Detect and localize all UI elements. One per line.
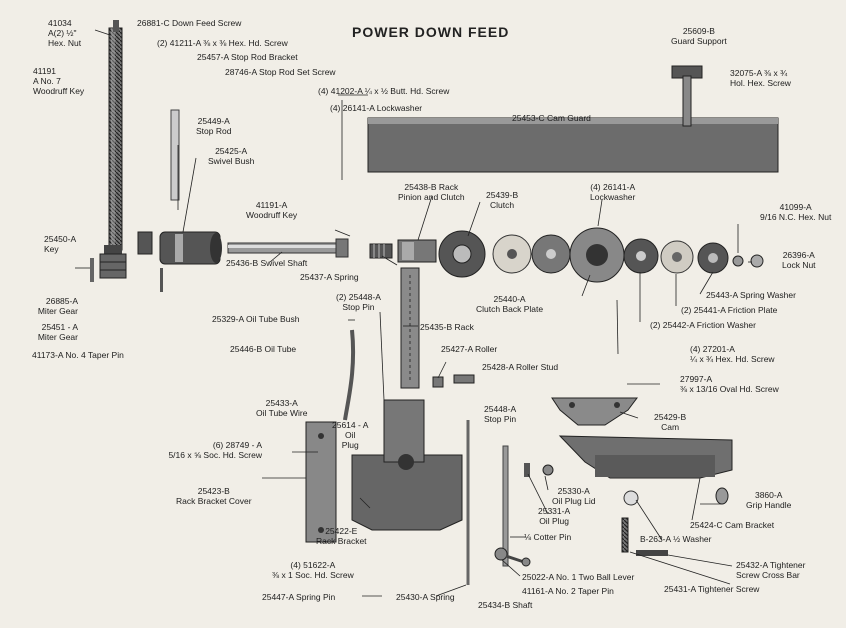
label-25443-spring-washer: 25443-A Spring Washer [706, 290, 796, 300]
label-cotter-pin: ⅛ Cotter Pin [524, 532, 572, 542]
label-25424-cam-bracket: 25424-C Cam Bracket [690, 520, 775, 530]
label-26141-lockwasher-2: (4) 26141-A Lockwasher [590, 182, 636, 202]
leader-lines [75, 29, 752, 597]
label-25453-cam-guard: 25453-C Cam Guard [512, 113, 591, 123]
tightener-screw-icon [621, 517, 629, 553]
hex-nut-icon [732, 255, 744, 267]
label-25449-stop-rod: 25449-A Stop Rod [196, 116, 232, 136]
key-icon [90, 258, 94, 282]
down-feed-screw-icon [108, 20, 123, 251]
label-25457-stop-rod-bracket: 25457-A Stop Rod Bracket [197, 52, 298, 62]
label-25423-rack-bracket-cover: 25423-B Rack Bracket Cover [176, 486, 252, 506]
roller-stud-icon [453, 374, 475, 384]
label-25437-spring: 25437-A Spring [300, 272, 359, 282]
label-25430-spring: 25430-A Spring [396, 592, 455, 602]
label-25439-clutch: 25439-B Clutch [486, 190, 519, 210]
label-41161-taper-pin: 41161-A No. 2 Taper Pin [522, 586, 614, 596]
swivel-bush-icon [159, 231, 222, 265]
label-26141-lockwasher: (4) 26141-A Lockwasher [330, 103, 423, 113]
miter-gear-icon [99, 245, 127, 279]
cam-bracket-icon [558, 435, 733, 479]
label-25433-oil-tube-wire: 25433-A Oil Tube Wire [256, 398, 308, 418]
label-25022-two-ball-lever: 25022-A No. 1 Two Ball Lever [522, 572, 635, 582]
oil-plug-icon [524, 463, 530, 477]
label-41099-hex-nut: 41099-A 9/16 N.C. Hex. Nut [760, 202, 832, 222]
label-b263-washer: B-263-A ½ Washer [640, 534, 712, 544]
label-25429-cam: 25429-B Cam [654, 412, 687, 432]
label-41191-woodruff-key: 41191 A No. 7 Woodruff Key [33, 66, 85, 96]
miter-gear-small-icon [137, 231, 153, 255]
label-25329-oil-tube-bush: 25329-A Oil Tube Bush [212, 314, 300, 324]
cam-guard-icon [367, 117, 779, 173]
spring-icon [369, 243, 393, 259]
label-25428-roller-stud: 25428-A Roller Stud [482, 362, 559, 372]
two-ball-lever-icon [494, 547, 531, 567]
taper-pin-icon [160, 268, 163, 292]
label-28749-soc-screw: (6) 28749 - A 5/16 x ⅝ Soc. Hd. Screw [168, 440, 262, 460]
oil-tube-icon [343, 329, 356, 421]
label-25432-cross-bar: 25432-A Tightener Screw Cross Bar [736, 560, 806, 580]
guard-support-icon [671, 65, 703, 127]
label-25450-key: 25450-A Key [44, 234, 77, 254]
label-25434-shaft: 25434-B Shaft [478, 600, 533, 610]
rack-bracket-icon [351, 399, 463, 531]
stop-rod-icon [170, 109, 180, 201]
label-25609-guard-support: 25609-B Guard Support [671, 26, 727, 46]
page-title: POWER DOWN FEED [352, 24, 510, 40]
label-41173-taper-pin: 41173-A No. 4 Taper Pin [32, 350, 124, 360]
label-32075-hex-screw: 32075-A ⅜ x ¾ Hol. Hex. Screw [730, 68, 791, 88]
label-26885-miter-gear: 26885-A Miter Gear [37, 296, 78, 316]
label-41202-butt-screw: (4) 41202-A ¼ x ½ Butt. Hd. Screw [318, 86, 450, 96]
label-25441-friction-plate: (2) 25441-A Friction Plate [681, 305, 778, 315]
label-25435-rack: 25435-B Rack [420, 322, 474, 332]
label-25331-oil-plug: 25331-A Oil Plug [538, 506, 571, 526]
cam-icon [551, 397, 638, 426]
clutch-disc-icon [438, 230, 486, 278]
label-51622-soc-screw: (4) 51622-A ⅜ x 1 Soc. Hd. Screw [272, 560, 354, 580]
label-25330-oil-plug-lid: 25330-A Oil Plug Lid [552, 486, 596, 506]
label-25440-clutch-back-plate: 25440-A Clutch Back Plate [476, 294, 544, 314]
label-28746-stop-rod-set-screw: 28746-A Stop Rod Set Screw [225, 67, 336, 77]
friction-disc-icon [492, 234, 571, 274]
roller-icon [432, 376, 444, 388]
grip-handle-icon [715, 487, 729, 505]
label-25436-swivel-shaft: 25436-B Swivel Shaft [226, 258, 308, 268]
label-27201-hex-screw: (4) 27201-A ¼ x ¾ Hex. Hd. Screw [690, 344, 775, 364]
clutch-back-plate-icon [569, 227, 625, 283]
rack-pinion-clutch-icon [397, 239, 437, 263]
friction-plate-icon [623, 238, 729, 274]
label-25442-friction-washer: (2) 25442-A Friction Washer [650, 320, 756, 330]
label-41191-woodruff-key-2: 41191-A Woodruff Key [246, 200, 298, 220]
label-27997-oval-screw: 27997-A ⅜ x 13/16 Oval Hd. Screw [680, 374, 779, 394]
label-25447-spring-pin: 25447-A Spring Pin [262, 592, 336, 602]
label-41034: 41034 A(2) ½" Hex. Nut [48, 18, 82, 48]
lock-nut-icon [750, 254, 764, 268]
tightener-cross-bar-icon [636, 550, 668, 556]
label-26396-lock-nut: 26396-A Lock Nut [782, 250, 816, 270]
swivel-shaft-icon [227, 238, 349, 258]
label-25448-stop-pin-2: 25448-A Stop Pin [484, 404, 517, 424]
label-25451-miter-gear: 25451 - A Miter Gear [37, 322, 78, 342]
label-25422-rack-bracket: 25422-E Rack Bracket [316, 526, 367, 546]
label-3860-grip-handle: 3860-A Grip Handle [746, 490, 792, 510]
label-25448-stop-pin: (2) 25448-A Stop Pin [336, 292, 381, 312]
label-41211-hex-screw: (2) 41211-A ⅜ x ⅜ Hex. Hd. Screw [157, 38, 288, 48]
rack-bracket-cover-icon [305, 421, 337, 543]
washer-icon [623, 490, 639, 506]
shaft-icon [502, 445, 509, 567]
label-26881-down-feed-screw: 26881-C Down Feed Screw [137, 18, 242, 28]
label-25425-swivel-bush: 25425-A Swivel Bush [208, 146, 255, 166]
label-25431-tightener-screw: 25431-A Tightener Screw [664, 584, 760, 594]
label-25446-oil-tube: 25446-B Oil Tube [230, 344, 297, 354]
label-25427-roller: 25427-A Roller [441, 344, 498, 354]
label-25614-oil-plug: 25614 - A Oil Plug [332, 420, 369, 450]
label-25438-rack-pinion: 25438-B Rack Pinion and Clutch [398, 182, 465, 202]
rack-icon [400, 267, 420, 389]
oil-plug-lid-icon [542, 464, 554, 476]
